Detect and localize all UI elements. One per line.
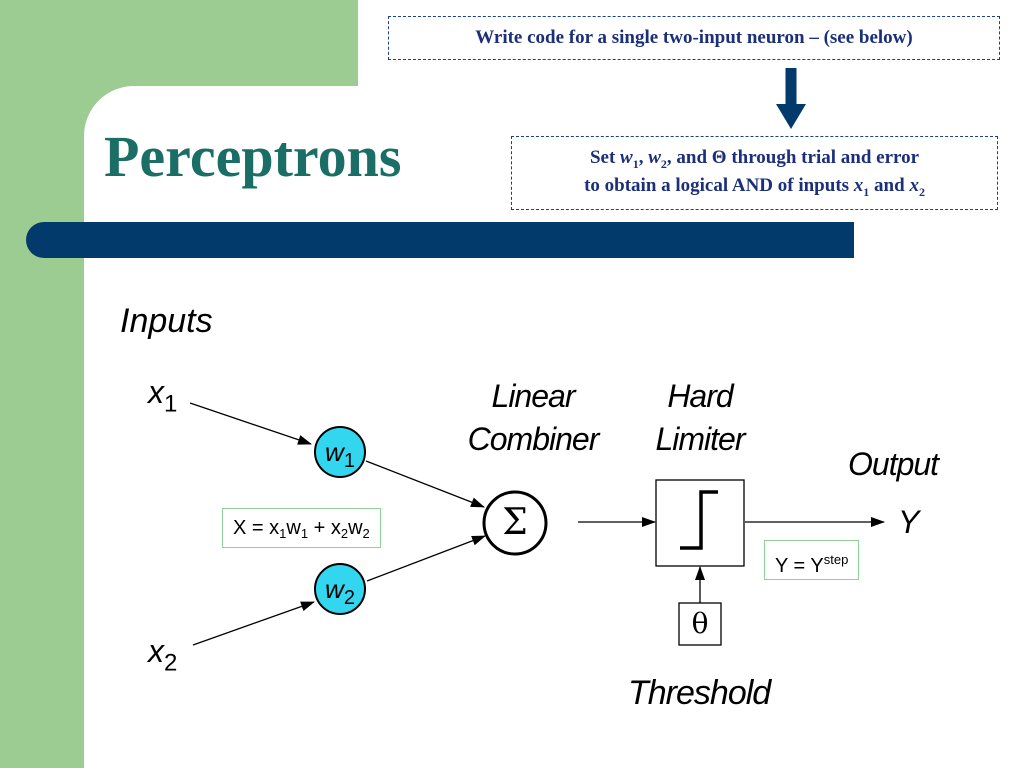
weight-node-w2 [314, 563, 366, 615]
linear-label-line1: Linear [491, 378, 576, 414]
slide-title: Perceptrons [104, 124, 402, 189]
linear-label-line2: Combiner [467, 421, 600, 457]
edge-w2-to-sum [366, 535, 486, 582]
hard-label-line1: Hard [667, 378, 733, 414]
weight-w1-label: w1 [325, 437, 355, 472]
output-y-symbol: Y [898, 504, 920, 540]
edge-x1-to-w1 [189, 402, 312, 445]
threshold-box [678, 602, 722, 646]
output-label: Output [848, 446, 939, 482]
instruction-note-top: Write code for a single two-input neuron… [388, 16, 1000, 60]
note-line-2: to obtain a logical AND of inputs x1 and… [584, 175, 925, 199]
inputs-label: Inputs [120, 302, 213, 340]
weight-w2-label: w2 [325, 574, 355, 609]
threshold-label: Threshold [628, 674, 771, 712]
left-green-strip [0, 0, 84, 768]
theta-symbol: θ [691, 607, 709, 640]
sigma-symbol: Σ [502, 502, 528, 543]
step-function-icon [680, 490, 718, 550]
edge-w1-to-sum [365, 460, 485, 508]
edge-x2-to-w2 [192, 601, 315, 646]
input-x2-label: x2 [148, 633, 178, 677]
down-arrow-icon [776, 68, 806, 129]
input-x1-label: x1 [148, 374, 178, 418]
hard-label-line2: Limiter [655, 421, 745, 457]
note-line-1: Set w1, w2, and Θ through trial and erro… [589, 147, 920, 172]
formula-step-output: Y = Ystep [764, 540, 860, 580]
instruction-note-bottom: Set w1, w2, and Θ through trial and erro… [511, 136, 998, 210]
title-underline-bar [26, 222, 854, 258]
weight-node-w1 [314, 426, 366, 478]
linear-combiner-node [482, 490, 548, 556]
formula-linear-combination: X = x1w1 + x2w2 [222, 508, 381, 548]
